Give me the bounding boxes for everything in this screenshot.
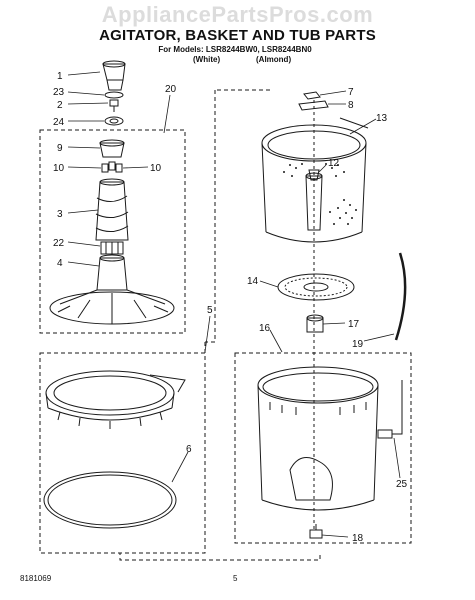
color-almond: (Almond) <box>256 55 292 64</box>
tub-bracket <box>377 380 403 439</box>
callout-14: 14 <box>247 276 259 287</box>
tub-ring-gasket <box>43 471 177 529</box>
drive-block <box>308 169 320 181</box>
spanner-nut <box>303 91 321 100</box>
basket-perforations <box>283 163 357 225</box>
callout-1: 1 <box>57 71 63 82</box>
agitator-auger <box>95 178 129 241</box>
washer <box>104 116 124 126</box>
callout-10-left: 10 <box>53 163 65 174</box>
callout-25: 25 <box>396 479 408 490</box>
models-line: For Models: LSR8244BW0, LSR8244BN0 <box>158 45 312 54</box>
tub-group-box <box>234 352 412 544</box>
basket-drive-hub <box>277 273 355 301</box>
page-title: AGITATOR, BASKET AND TUB PARTS <box>99 27 376 44</box>
agitator-group-box <box>39 129 186 334</box>
agitator-dogs-cam <box>99 139 125 158</box>
callout-17: 17 <box>348 319 360 330</box>
page-number: 5 <box>233 574 238 583</box>
callout-18: 18 <box>352 533 364 544</box>
callout-24: 24 <box>53 117 65 128</box>
hub-nut <box>298 100 329 111</box>
color-white: (White) <box>193 55 221 64</box>
callout-22: 22 <box>53 238 65 249</box>
callout-4: 4 <box>57 258 63 269</box>
tub-ring-group-box <box>39 352 206 554</box>
tub-seal <box>306 314 324 333</box>
callout-2: 2 <box>57 100 63 111</box>
callout-23: 23 <box>53 87 65 98</box>
drive-coupling <box>100 241 124 255</box>
callout-20: 20 <box>165 84 177 95</box>
callout-8: 8 <box>348 100 354 111</box>
agitator-cap <box>102 60 126 91</box>
assembly-frame-line <box>119 90 321 561</box>
drain-nut <box>309 524 323 539</box>
callout-7: 7 <box>348 87 354 98</box>
callout-12: 12 <box>328 158 340 169</box>
tub-ring <box>45 370 186 429</box>
callout-9: 9 <box>57 143 63 154</box>
callout-5: 5 <box>207 305 213 316</box>
callout-16: 16 <box>259 323 271 334</box>
callout-3: 3 <box>57 209 63 220</box>
tub-hose <box>394 252 407 341</box>
outer-tub <box>257 366 379 511</box>
seal-ring <box>104 91 124 99</box>
agitator-dogs <box>101 161 123 173</box>
wash-basket <box>261 117 369 243</box>
bolt <box>109 99 119 112</box>
footer-code: 8181069 <box>20 574 52 583</box>
watermark: AppliancePartsPros.com <box>101 2 374 27</box>
callout-6: 6 <box>186 444 192 455</box>
callout-19: 19 <box>352 339 364 350</box>
agitator-base <box>49 254 175 325</box>
callout-10-right: 10 <box>150 163 162 174</box>
callout-13: 13 <box>376 113 388 124</box>
